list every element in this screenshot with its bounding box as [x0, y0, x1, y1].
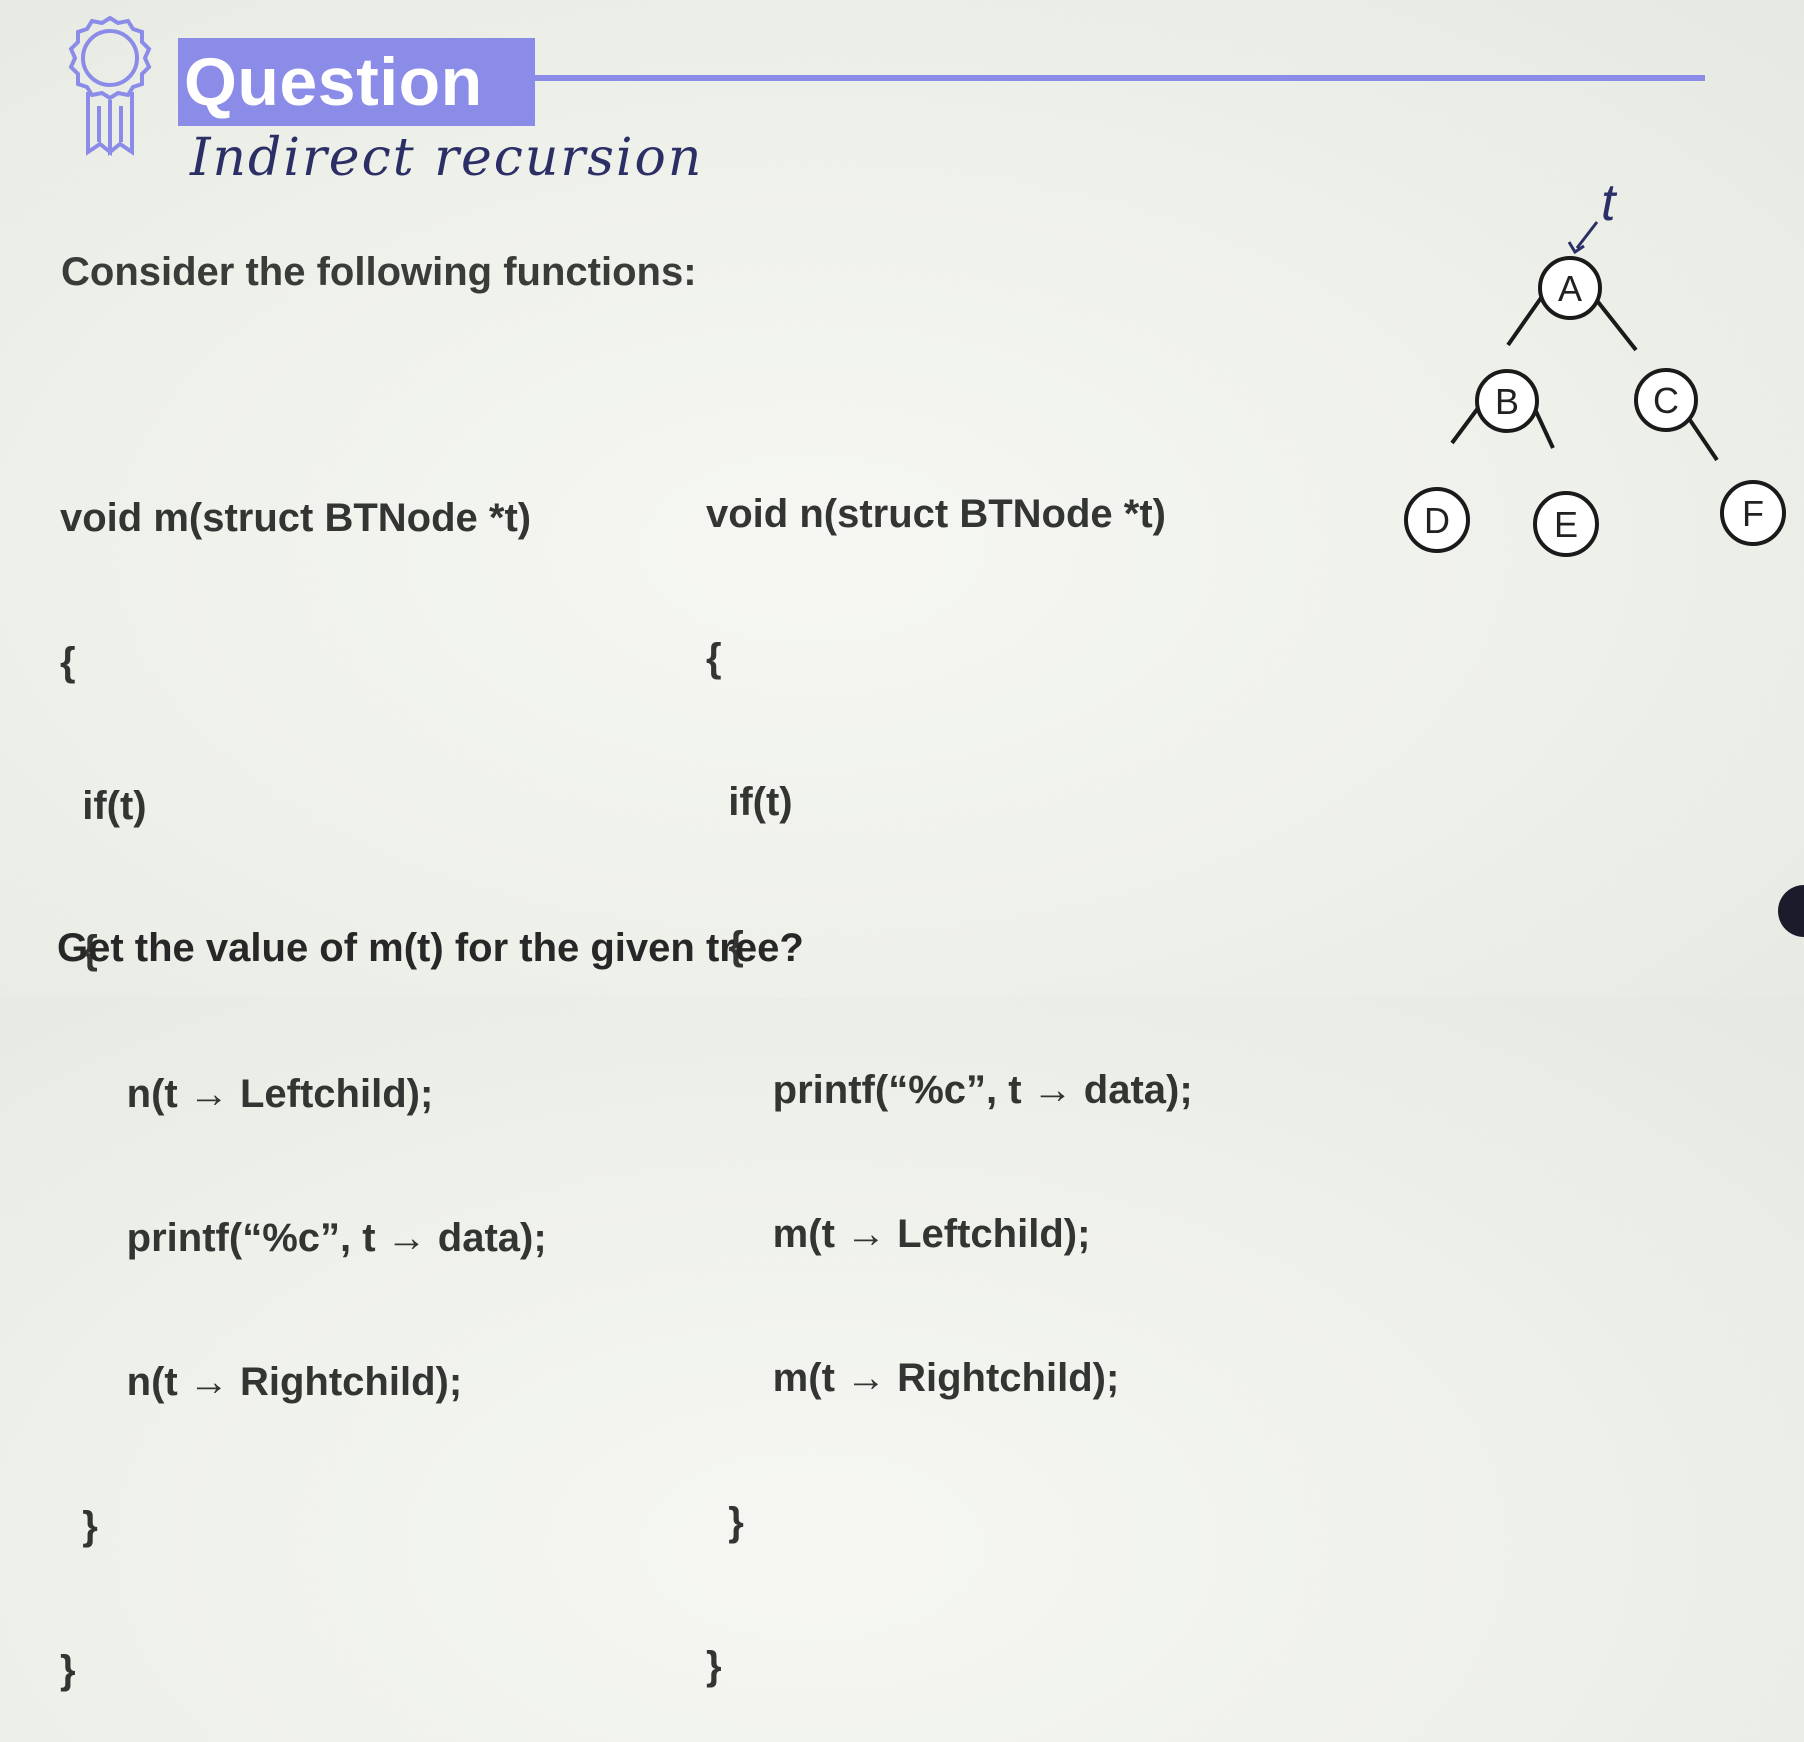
question-text: Get the value of m(t) for the given tree… — [57, 926, 804, 970]
tree-node-a — [1538, 256, 1602, 320]
code-line: if(t) — [60, 784, 147, 828]
intro-text: Consider the following functions: — [61, 250, 697, 294]
tree-node-label: F — [1742, 493, 1764, 534]
code-line: } — [706, 1500, 744, 1544]
code-line: { — [706, 636, 722, 680]
function-n-code: void n(struct BTNode *t) { if(t) { print… — [706, 394, 1193, 1738]
code-line: printf(“%c”, t → data); — [60, 1216, 547, 1260]
code-line: n(t → Leftchild); — [60, 1072, 434, 1116]
code-line: n(t → Rightchild); — [60, 1360, 463, 1404]
award-ribbon-icon — [68, 15, 152, 157]
pointer-label: t — [1601, 174, 1618, 232]
code-line: void n(struct BTNode *t) — [706, 492, 1166, 536]
tree-node-label: C — [1653, 380, 1679, 421]
code-line: } — [60, 1648, 76, 1692]
tree-node-label: D — [1424, 500, 1450, 541]
handwritten-note: Indirect recursion — [190, 128, 704, 188]
code-line: m(t → Rightchild); — [706, 1356, 1120, 1400]
code-line: printf(“%c”, t → data); — [706, 1068, 1193, 1112]
code-line: } — [706, 1644, 722, 1688]
code-line: if(t) — [706, 780, 793, 824]
presenter-cursor-dot — [1778, 885, 1804, 937]
function-m-code: void m(struct BTNode *t) { if(t) { n(t →… — [60, 398, 547, 1742]
tree-node-label: E — [1554, 504, 1578, 545]
pointer-arrow — [1567, 221, 1599, 255]
code-line: { — [60, 640, 76, 684]
tree-node-f — [1720, 480, 1786, 546]
code-line: } — [60, 1504, 98, 1548]
page-title: Question — [184, 44, 483, 120]
tree-node-e — [1533, 491, 1599, 557]
code-line: { — [60, 928, 98, 972]
tree-node-d — [1404, 487, 1470, 553]
tree-node-b — [1475, 369, 1539, 433]
tree-node-label: A — [1558, 268, 1582, 309]
tree-node-label: B — [1495, 381, 1519, 422]
title-underline — [535, 75, 1705, 81]
binary-tree-diagram: t A B C D E F — [1404, 174, 1786, 557]
code-line: void m(struct BTNode *t) — [60, 496, 532, 540]
tree-node-c — [1634, 368, 1698, 432]
code-line: { — [706, 924, 744, 968]
title-box: Question — [178, 38, 535, 126]
code-line: m(t → Leftchild); — [706, 1212, 1091, 1256]
